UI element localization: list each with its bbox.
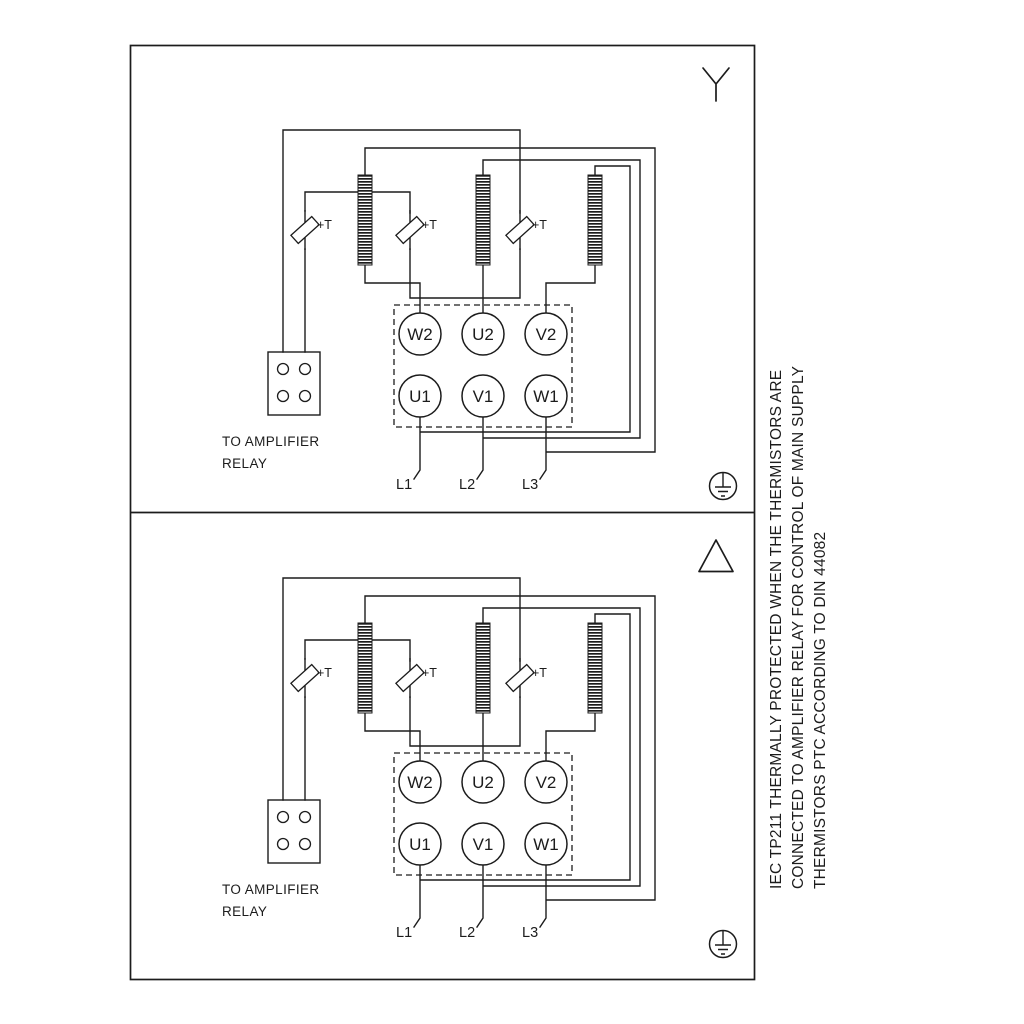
- relay-terminal: [298, 362, 312, 376]
- winding-icon: [587, 622, 603, 714]
- star-icon: [702, 67, 730, 102]
- terminal-w1: [524, 374, 568, 418]
- terminal-v1: [461, 374, 505, 418]
- amplifier-relay-box: [267, 351, 321, 416]
- supply-label-l3: L3: [522, 925, 538, 941]
- terminal-label-v1: V1: [473, 835, 494, 854]
- relay-terminal: [276, 362, 290, 376]
- thermistor-icon: [505, 209, 535, 251]
- winding-icon: [357, 174, 373, 266]
- thermistor-icon: [395, 657, 425, 699]
- thermistor-label: +T: [532, 666, 547, 680]
- winding-icon: [475, 174, 491, 266]
- thermistor-icon: [395, 209, 425, 251]
- side-note-line1: IEC TP211 THERMALLY PROTECTED WHEN THE T…: [768, 370, 785, 889]
- thermistor-label: +T: [317, 666, 332, 680]
- terminal-label-v1: V1: [473, 387, 494, 406]
- supply-label-l3: L3: [522, 477, 538, 493]
- terminal-v1: [461, 822, 505, 866]
- side-note-line2: CONNECTED TO AMPLIFIER RELAY FOR CONTROL…: [790, 366, 807, 889]
- terminal-w2: [398, 760, 442, 804]
- terminal-v2: [524, 760, 568, 804]
- terminal-label-w2: W2: [407, 325, 433, 344]
- ground-icon: [708, 929, 738, 959]
- supply-label-l1: L1: [396, 477, 412, 493]
- terminal-label-w1: W1: [533, 387, 559, 406]
- thermistor-label: +T: [317, 218, 332, 232]
- relay-note-line1: TO AMPLIFIER: [222, 434, 320, 449]
- terminal-u2: [461, 760, 505, 804]
- relay-terminal: [298, 837, 312, 851]
- ground-icon: [708, 471, 738, 501]
- delta-icon: [698, 539, 734, 573]
- panel-delta: +T +T +T W2 U2 V2 U1 V1 W1 TO AMPLIFIER …: [222, 539, 738, 959]
- thermistor-label: +T: [422, 218, 437, 232]
- relay-terminal: [276, 837, 290, 851]
- terminal-v2: [524, 312, 568, 356]
- terminal-label-w2: W2: [407, 773, 433, 792]
- winding-icon: [587, 174, 603, 266]
- thermistor-label: +T: [532, 218, 547, 232]
- relay-note-line2: RELAY: [222, 456, 267, 471]
- supply-label-l1: L1: [396, 925, 412, 941]
- relay-note-line1: TO AMPLIFIER: [222, 882, 320, 897]
- supply-label-l2: L2: [459, 477, 475, 493]
- terminal-label-u1: U1: [409, 387, 431, 406]
- relay-note-line2: RELAY: [222, 904, 267, 919]
- side-note: IEC TP211 THERMALLY PROTECTED WHEN THE T…: [768, 366, 829, 889]
- terminal-label-v2: V2: [536, 325, 557, 344]
- relay-terminal: [298, 810, 312, 824]
- winding-icon: [357, 622, 373, 714]
- terminal-label-u2: U2: [472, 773, 494, 792]
- supply-label-l2: L2: [459, 925, 475, 941]
- side-note-line3: THERMISTORS PTC ACCORDING TO DIN 44082: [812, 532, 829, 889]
- terminal-label-v2: V2: [536, 773, 557, 792]
- terminal-u1: [398, 822, 442, 866]
- thermistor-label: +T: [422, 666, 437, 680]
- terminal-w1: [524, 822, 568, 866]
- terminal-u1: [398, 374, 442, 418]
- terminal-label-u1: U1: [409, 835, 431, 854]
- amplifier-relay-box: [267, 799, 321, 864]
- terminal-label-w1: W1: [533, 835, 559, 854]
- terminal-label-u2: U2: [472, 325, 494, 344]
- relay-terminal: [276, 810, 290, 824]
- terminal-u2: [461, 312, 505, 356]
- winding-icon: [475, 622, 491, 714]
- thermistor-icon: [290, 657, 320, 699]
- terminal-w2: [398, 312, 442, 356]
- thermistor-icon: [505, 657, 535, 699]
- relay-terminal: [276, 389, 290, 403]
- panel-star: +T +T +T W2 U2 V2 U1 V1 W1 TO AMPLIFIER …: [222, 67, 738, 501]
- relay-terminal: [298, 389, 312, 403]
- thermistor-icon: [290, 209, 320, 251]
